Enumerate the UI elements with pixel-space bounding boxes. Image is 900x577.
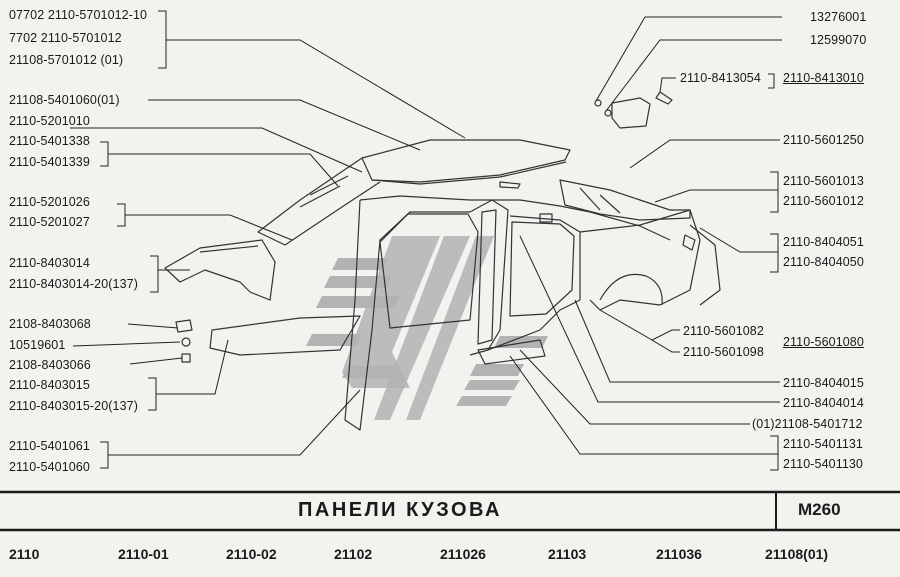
part-label: 2110-5401338 (9, 134, 90, 148)
part-label: 2110-5401131 (783, 437, 863, 451)
part-label: 2110-8404015 (783, 376, 864, 390)
part-label: 2110-5401060 (9, 460, 90, 474)
part-label: 2110-5601012 (783, 194, 864, 208)
part-label: 2110-5601013 (783, 174, 864, 188)
part-label: 2110-5401061 (9, 439, 90, 453)
part-label: 2110-8403015 (9, 378, 90, 392)
part-label: 2110-5201026 (9, 195, 90, 209)
model-label: 21102 (334, 546, 373, 562)
part-label: 2110-8404051 (783, 235, 864, 249)
part-label: 7702 2110-5701012 (9, 31, 122, 45)
part-label: 21108-5701012 (01) (9, 53, 124, 67)
part-label: 2110-5601082 (683, 324, 764, 338)
part-label: 2110-8403014-20(137) (9, 277, 138, 291)
part-label: 2108-8403068 (9, 317, 91, 331)
part-label: 2110-8404050 (783, 255, 864, 269)
model-label: 2110-01 (118, 546, 169, 562)
model-label: 2110-02 (226, 546, 277, 562)
model-label: 2110 (9, 546, 40, 562)
title-block (0, 490, 900, 532)
section-code: М260 (798, 500, 841, 519)
part-label: 12599070 (810, 33, 867, 47)
page-title: ПАНЕЛИ КУЗОВА (298, 499, 502, 521)
model-label: 21108(01) (765, 546, 829, 562)
car-body-outline (164, 91, 721, 431)
part-label: 10519601 (9, 338, 66, 352)
part-label: 2110-8413010 (783, 71, 864, 85)
model-label: 211036 (656, 546, 702, 562)
part-label: 2110-8403015-20(137) (9, 399, 138, 413)
leader-lines (70, 10, 782, 471)
part-label: 2110-8404014 (783, 396, 864, 410)
part-label: 2110-5401130 (783, 457, 863, 471)
part-label: 07702 2110-5701012-10 (9, 8, 148, 22)
model-label: 211026 (440, 546, 486, 562)
part-label: 2110-5401339 (9, 155, 90, 169)
part-label: 2110-8403014 (9, 256, 90, 270)
model-label: 21103 (548, 546, 587, 562)
part-label: 2110-5201027 (9, 215, 90, 229)
part-label: 2110-5601098 (683, 345, 764, 359)
part-label: (01)21108-5401712 (752, 417, 863, 431)
part-label: 2110-5201010 (9, 114, 90, 128)
part-label: 21108-5401060(01) (9, 93, 120, 107)
part-label: 2110-5601250 (783, 133, 864, 147)
part-label: 2110-5601080 (783, 335, 864, 349)
part-label: 2108-8403066 (9, 358, 91, 372)
part-label: 2110-8413054 (680, 71, 761, 85)
part-label: 13276001 (810, 10, 867, 24)
watermark-logo (306, 236, 548, 420)
